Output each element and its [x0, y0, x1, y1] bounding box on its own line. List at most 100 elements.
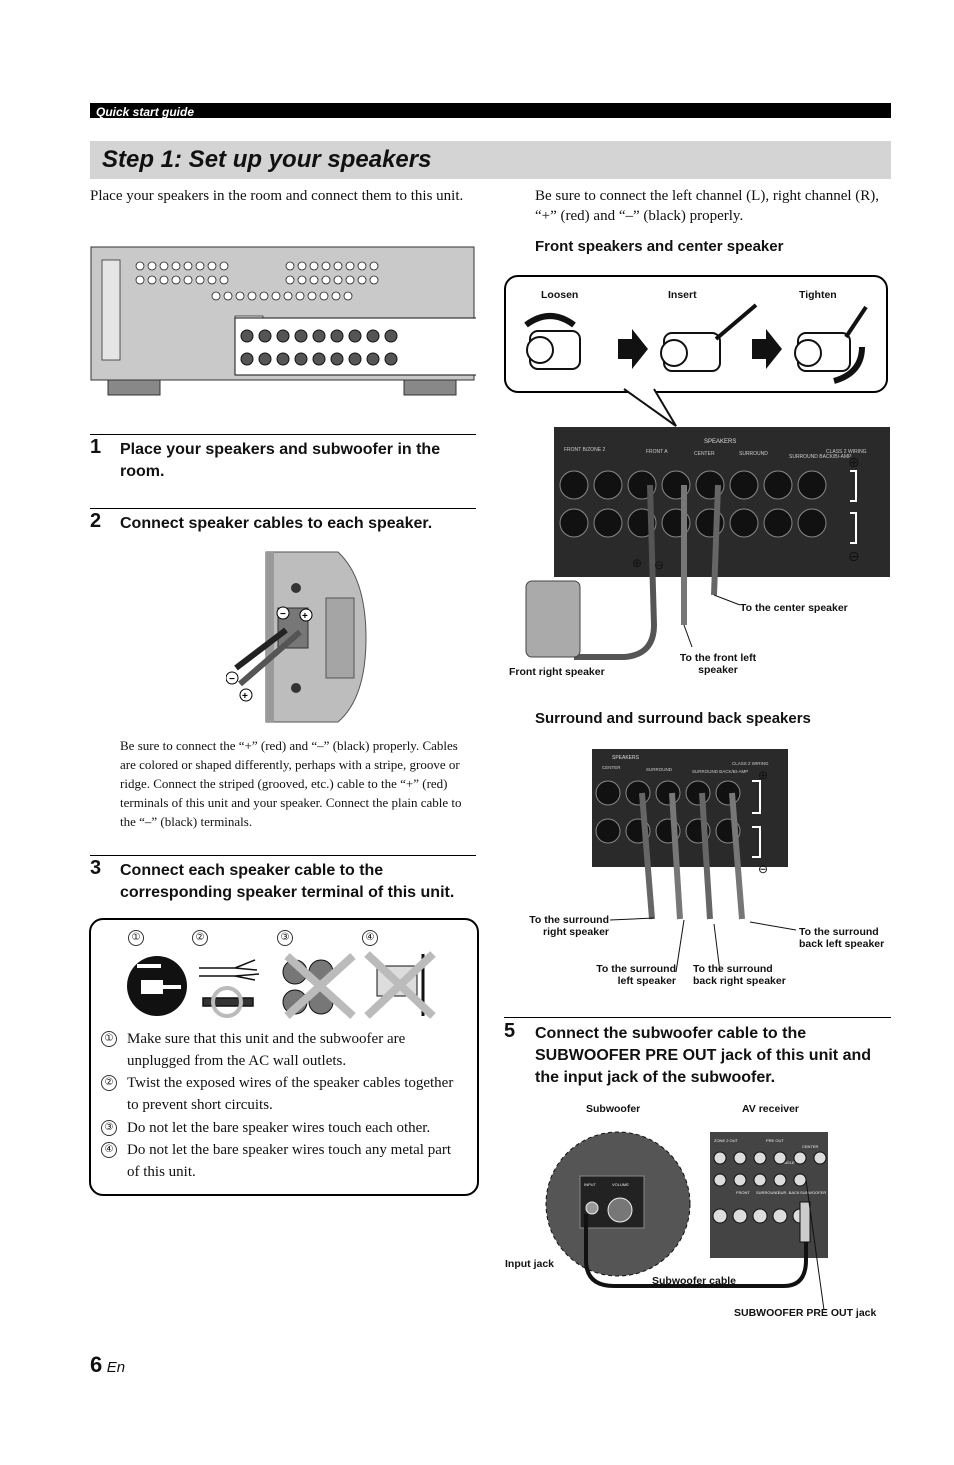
caution-item-1-text: Make sure that this unit and the subwoof…	[127, 1031, 406, 1069]
panel-label-front-b: FRONT B/ZONE 2	[564, 447, 606, 453]
marker-4: ④	[362, 930, 378, 946]
step1-title: Place your speakers and subwoofer in the…	[120, 441, 441, 480]
arrow-1	[618, 329, 648, 369]
action-tighten: Tighten	[799, 289, 837, 301]
surround-terminals-photo: SPEAKERS CENTER SURROUND SURROUND BACK/B…	[592, 749, 788, 920]
caution-item-2-mark: ②	[101, 1075, 117, 1091]
svg-text:−: −	[280, 609, 286, 620]
step3-caution-box: ① ② ③ ④ ① Make sure tha	[89, 918, 479, 1196]
svg-text:⊖: ⊖	[758, 862, 768, 876]
twist-wires-icon	[199, 959, 260, 1018]
page-number: 6	[90, 1352, 103, 1377]
subwoofer-connection-art: INPUT VOLUME ZONE 2 OUT PRE OUT CENTER S…	[545, 1131, 828, 1310]
av-panel-surround: SURROUND	[756, 1190, 779, 1195]
step3-title: Connect each speaker cable to the corres…	[120, 862, 455, 901]
unplug-icon	[127, 956, 187, 1016]
callout-center-speaker: To the center speaker	[740, 602, 848, 614]
av-panel-front: FRONT	[736, 1190, 750, 1195]
marker-2: ②	[192, 930, 208, 946]
marker-1: ①	[128, 930, 144, 946]
step1-number: 1	[90, 436, 102, 458]
metal-touch-icon	[364, 951, 436, 1019]
panel-label-surround-back: SURROUND BACK/BI-AMP	[789, 454, 852, 460]
caution-item-1-mark: ①	[101, 1031, 117, 1047]
callout-front-left: To the front left speaker	[679, 652, 757, 676]
surround-panel-class2: CLASS 2 WIRING	[732, 761, 769, 766]
marker-3: ③	[277, 930, 293, 946]
step5-rule	[504, 1017, 891, 1018]
callout-pointer	[623, 388, 677, 427]
caution-item-2-text: Twist the exposed wires of the speaker c…	[127, 1075, 454, 1113]
surround-panel-speakers: SPEAKERS	[612, 755, 640, 761]
terminal-steps-art	[524, 303, 868, 384]
step2-rule	[90, 508, 476, 509]
svg-text:⊕: ⊕	[632, 556, 642, 570]
action-loosen: Loosen	[541, 289, 579, 301]
svg-text:−: −	[229, 674, 235, 685]
panel-label-class2: CLASS 2 WIRING	[826, 449, 867, 455]
sub-panel-volume: VOLUME	[612, 1182, 629, 1187]
page-title-box: Step 1: Set up your speakers	[90, 141, 891, 179]
step2-title: Connect speaker cables to each speaker.	[120, 515, 433, 532]
callout-front-right: Front right speaker	[509, 666, 605, 678]
surround-panel-back: SURROUND BACK/BI-AMP	[692, 769, 748, 774]
panel-label-surround: SURROUND	[739, 451, 768, 457]
step2-number: 2	[90, 510, 102, 532]
callout-surround-left: To the surround left speaker	[596, 963, 676, 987]
svg-text:⊖: ⊖	[654, 558, 664, 572]
rear-panel-illustration	[90, 246, 476, 396]
surround-leader-lines	[609, 917, 797, 973]
caution-icons	[127, 951, 436, 1019]
terminal-tighten	[794, 305, 868, 384]
step3-rule	[90, 855, 476, 856]
svg-text:⊕: ⊕	[758, 768, 768, 782]
terminal-insert	[660, 303, 758, 372]
caution-item-3-text: Do not let the bare speaker wires touch …	[127, 1120, 431, 1136]
page-title: Step 1: Set up your speakers	[102, 146, 432, 173]
panel-label-front-a: FRONT A	[646, 449, 668, 455]
label-subwoofer-cable: Subwoofer cable	[652, 1275, 737, 1287]
caution-item-4-mark: ④	[101, 1142, 117, 1158]
label-input-jack: Input jack	[505, 1258, 555, 1270]
intro-left: Place your speakers in the room and conn…	[90, 188, 464, 204]
caution-item-4-text: Do not let the bare speaker wires touch …	[127, 1142, 452, 1180]
callout-surround-right: To the surround right speaker	[529, 914, 609, 938]
sub-panel-input: INPUT	[584, 1182, 597, 1187]
step1-rule	[90, 434, 476, 435]
surround-panel-surround: SURROUND	[646, 767, 673, 772]
speaker-illustration: − + − +	[226, 551, 367, 723]
panel-label-center: CENTER	[694, 451, 715, 457]
av-panel-subwoofer: SUBWOOFER	[800, 1190, 826, 1195]
section-label: Quick start guide	[96, 105, 195, 119]
section-header-bar: Quick start guide	[90, 103, 891, 119]
panel-label-speakers: SPEAKERS	[704, 439, 736, 445]
step5-number: 5	[504, 1020, 516, 1042]
av-panel-center: CENTER	[802, 1144, 819, 1149]
callout-surround-back-right: To the surround back right speaker	[693, 963, 786, 987]
svg-text:⊖: ⊖	[848, 548, 860, 564]
page-footer: 6 En	[90, 1352, 125, 1378]
av-panel-preout: PRE OUT	[766, 1138, 784, 1143]
surround-panel-center: CENTER	[602, 765, 621, 770]
av-panel-surback: SUR. BACK	[778, 1190, 800, 1195]
svg-text:+: +	[302, 611, 308, 622]
caution-item-3-mark: ③	[101, 1120, 117, 1136]
label-subwoofer: Subwoofer	[586, 1103, 641, 1115]
av-panel-single: SINGLE	[780, 1160, 795, 1165]
terminal-loosen	[524, 313, 581, 370]
step3-number: 3	[90, 857, 102, 879]
wires-touch-icon	[282, 953, 356, 1019]
label-av-receiver: AV receiver	[742, 1103, 800, 1115]
av-panel-zone2: ZONE 2 OUT	[714, 1138, 739, 1143]
action-insert: Insert	[668, 289, 697, 301]
svg-text:⊕: ⊕	[848, 454, 860, 470]
arrow-2	[752, 329, 782, 369]
connection-steps-box: Loosen Insert Tighten	[504, 275, 888, 393]
label-subwoofer-pre-out: SUBWOOFER PRE OUT jack	[734, 1307, 877, 1319]
front-terminals-photo: SPEAKERS FRONT B/ZONE 2 FRONT A CENTER S…	[525, 427, 890, 660]
surround-heading: Surround and surround back speakers	[535, 710, 811, 727]
step5-title: Connect the subwoofer cable to the SUBWO…	[535, 1025, 872, 1086]
page-lang: En	[106, 1359, 126, 1376]
callout-surround-back-left: To the surround back left speaker	[799, 926, 885, 950]
front-heading: Front speakers and center speaker	[535, 238, 784, 255]
